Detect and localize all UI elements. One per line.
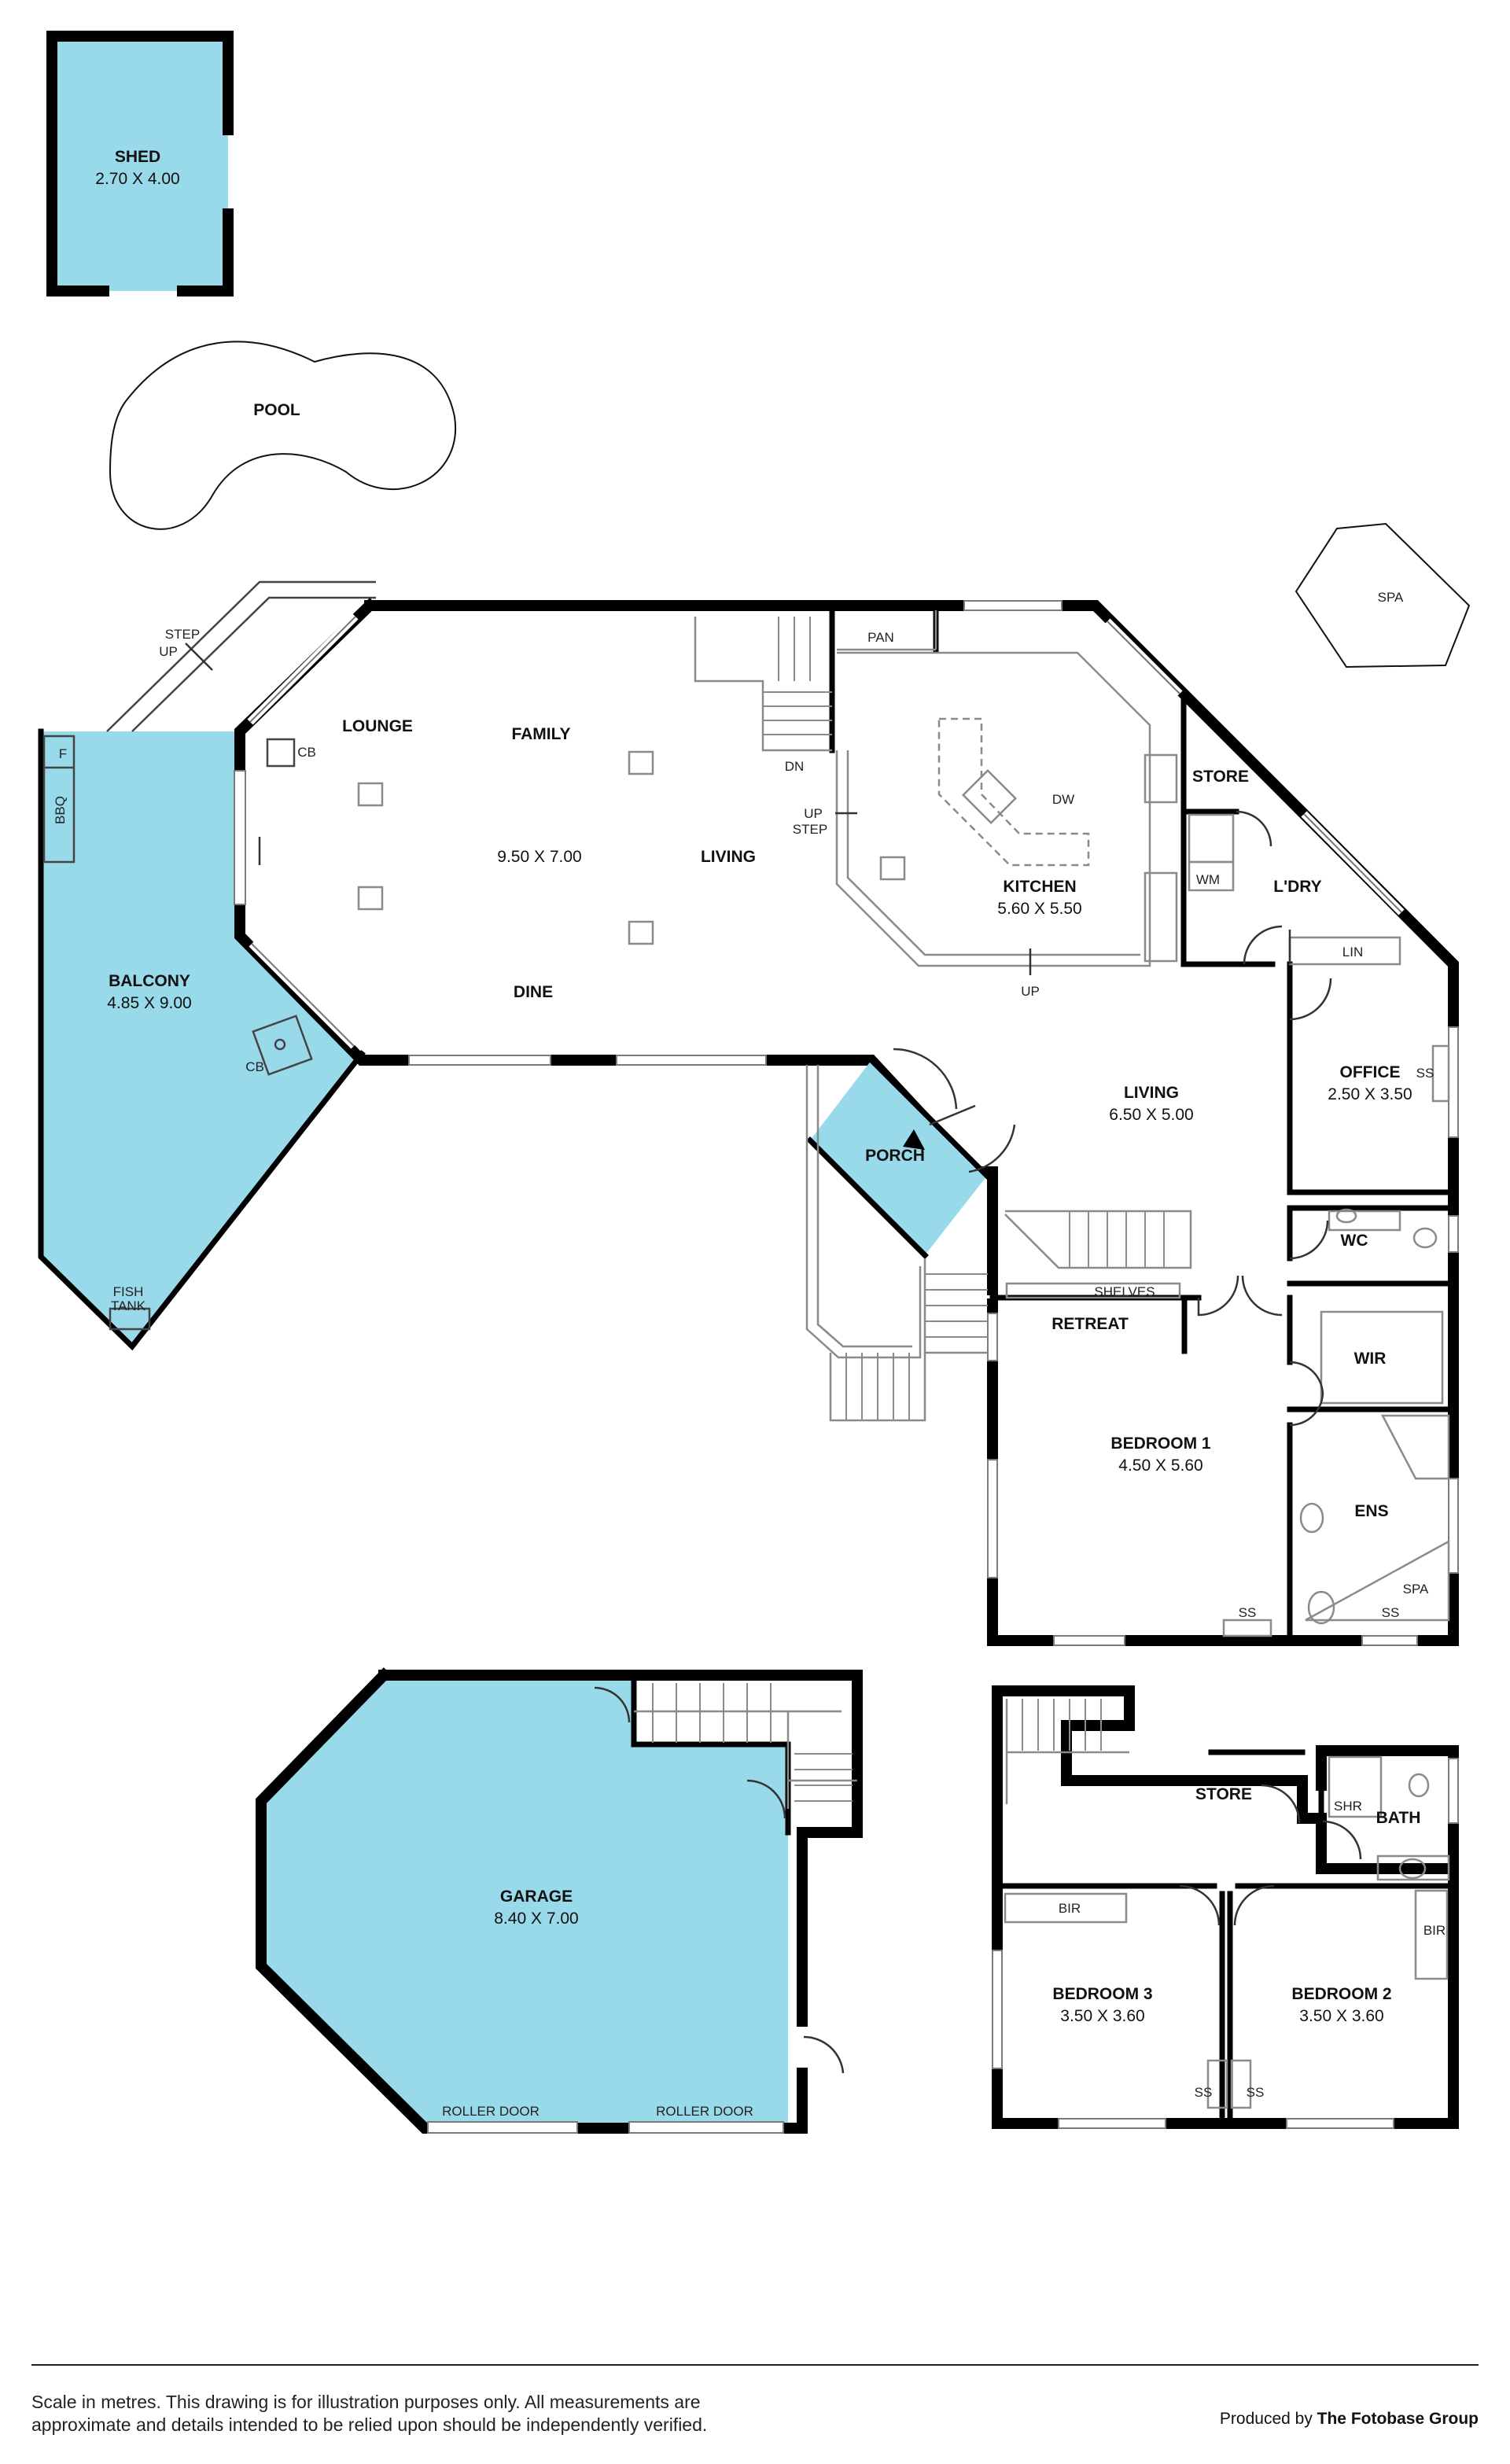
balcony: F BBQ STEP UP CB FISH TANK BALCONY 4.85 …	[38, 580, 376, 1351]
porch: PORCH	[805, 1048, 1016, 1359]
outdoor-spa-label: SPA	[1378, 590, 1404, 605]
shr-label: SHR	[1334, 1799, 1362, 1814]
outdoor-spa: SPA	[1295, 522, 1471, 668]
stairs-living	[829, 1210, 1192, 1422]
wir-label: WIR	[1354, 1350, 1387, 1368]
step-up-label: UP	[159, 644, 178, 659]
balcony-label: BALCONY	[109, 972, 190, 990]
laundry-fixtures: WM LIN	[1188, 810, 1401, 1021]
office-ss-label: SS	[1416, 1066, 1434, 1081]
kitchen-step-label: STEP	[793, 822, 827, 837]
retreat-label: RETREAT	[1051, 1315, 1129, 1333]
main-living-label: LIVING	[701, 848, 756, 866]
tank-label: TANK	[111, 1298, 146, 1313]
bbq-label: BBQ	[53, 796, 68, 824]
laundry-label: L'DRY	[1273, 878, 1321, 896]
fish-label: FISH	[113, 1284, 144, 1299]
bedroom3-dims: 3.50 X 3.60	[1060, 2007, 1144, 2025]
disclaimer-line-1: Scale in metres. This drawing is for ill…	[31, 2392, 701, 2412]
credit: Produced by The Fotobase Group	[1220, 2410, 1479, 2429]
dine-label: DINE	[514, 983, 553, 1001]
footer-divider	[31, 2364, 1479, 2366]
bedroom2-dims: 3.50 X 3.60	[1299, 2007, 1383, 2025]
kitchen-fixtures: PAN DW UP UP STEP	[793, 610, 1178, 999]
bed3-ss-label: SS	[1195, 2085, 1213, 2100]
shed-label: SHED	[115, 148, 160, 166]
ens-fixtures: SPA SS SS	[1222, 1310, 1450, 1637]
office-fixtures: SS	[1416, 1044, 1450, 1103]
shed-dims: 2.70 X 4.00	[95, 170, 179, 188]
bedroom1-label: BEDROOM 1	[1110, 1435, 1211, 1453]
balcony-f-label: F	[59, 746, 67, 761]
roller-door-1-label: ROLLER DOOR	[442, 2104, 540, 2119]
bed1-ss-label: SS	[1239, 1605, 1257, 1620]
bir2-label: BIR	[1423, 1923, 1446, 1938]
wc-label: WC	[1341, 1232, 1368, 1250]
shelves-label: SHELVES	[1094, 1284, 1155, 1299]
credit-company: The Fotobase Group	[1317, 2410, 1479, 2428]
bir3-label: BIR	[1059, 1901, 1081, 1916]
pool: POOL	[109, 341, 457, 530]
store2-label: STORE	[1195, 1785, 1252, 1803]
ens-ss-label: SS	[1382, 1605, 1400, 1620]
disclaimer-line-2: approximate and details intended to be r…	[31, 2414, 708, 2435]
lounge-label: LOUNGE	[342, 717, 413, 735]
lounge-cb-label: CB	[297, 745, 316, 760]
shelves: SHELVES	[1005, 1275, 1283, 1317]
balcony-cb-label: CB	[245, 1059, 264, 1074]
kitchen-up-label: UP	[1021, 984, 1040, 999]
bedroom3-label: BEDROOM 3	[1052, 1985, 1152, 2003]
ens-label: ENS	[1354, 1502, 1388, 1520]
store-label: STORE	[1192, 768, 1249, 786]
roller-door-2-label: ROLLER DOOR	[656, 2104, 753, 2119]
shed: SHED 2.70 X 4.00	[46, 31, 234, 296]
bed2-ss-label: SS	[1247, 2085, 1265, 2100]
main-living-dims: 9.50 X 7.00	[497, 848, 581, 866]
family-label: FAMILY	[511, 725, 570, 743]
pool-label: POOL	[253, 401, 300, 419]
wm-label: WM	[1196, 872, 1220, 887]
stairs-dn-label: DN	[785, 759, 805, 774]
porch-label: PORCH	[865, 1147, 925, 1165]
kitchen-label: KITCHEN	[1003, 878, 1076, 896]
footer: Scale in metres. This drawing is for ill…	[0, 2359, 1510, 2464]
office-label: OFFICE	[1340, 1063, 1401, 1081]
main-labels: LOUNGE FAMILY 9.50 X 7.00 LIVING DINE KI…	[342, 717, 1412, 1520]
ens-spa-label: SPA	[1403, 1582, 1429, 1597]
garage-dims: 8.40 X 7.00	[494, 1910, 578, 1928]
office-dims: 2.50 X 3.50	[1328, 1085, 1412, 1103]
kitchen-step-up-label: UP	[804, 806, 823, 821]
living2-label: LIVING	[1124, 1084, 1179, 1102]
skylights	[357, 750, 906, 945]
pan-label: PAN	[867, 630, 894, 645]
balcony-dims: 4.85 X 9.00	[107, 994, 191, 1012]
lin-label: LIN	[1342, 945, 1363, 959]
bedroom2-label: BEDROOM 2	[1291, 1985, 1391, 2003]
kitchen-dims: 5.60 X 5.50	[997, 900, 1081, 918]
step-label: STEP	[165, 627, 200, 642]
wc-fixtures	[1289, 1208, 1438, 1260]
stairs-upper: DN	[694, 617, 832, 774]
credit-prefix: Produced by	[1219, 2410, 1317, 2428]
bedroom1-dims: 4.50 X 5.60	[1118, 1457, 1202, 1475]
main-windows	[234, 600, 1459, 1646]
disclaimer: Scale in metres. This drawing is for ill…	[31, 2391, 739, 2436]
garage: ROLLER DOOR ROLLER DOOR GARAGE 8.40 X 7.…	[256, 1667, 863, 2134]
living2-dims: 6.50 X 5.00	[1109, 1106, 1193, 1124]
lower-bedrooms: BIR BIR SHR SS SS STORE BATH BEDROOM 3 3…	[992, 1685, 1459, 2129]
dw-label: DW	[1052, 792, 1074, 807]
garage-label: GARAGE	[500, 1888, 573, 1906]
bath-label: BATH	[1376, 1809, 1421, 1827]
